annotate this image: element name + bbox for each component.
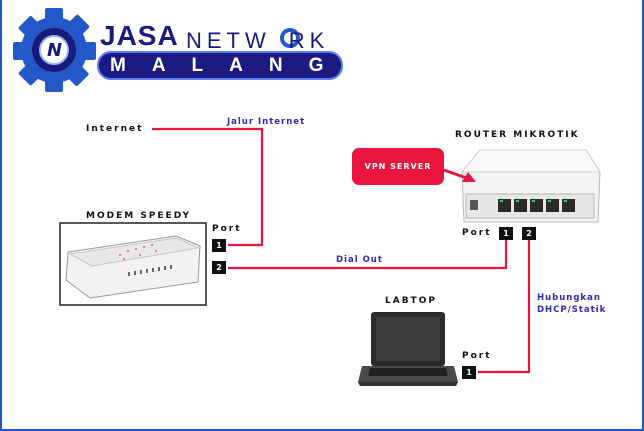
vpn-arrow bbox=[443, 168, 476, 182]
logo-badge-letter: N bbox=[47, 40, 63, 61]
laptop-port-1: 1 bbox=[462, 366, 476, 379]
dhcp-static-label: DHCP/Statik bbox=[537, 305, 607, 315]
router-port-label: Port bbox=[462, 228, 492, 238]
logo-word-network: NETW RK bbox=[186, 28, 329, 54]
dial-out-link bbox=[228, 240, 508, 270]
logo-word-network-head: NETW bbox=[186, 28, 271, 53]
internet-label: Internet bbox=[86, 124, 144, 134]
hubungkan-label: Hubungkan bbox=[537, 293, 601, 303]
laptop-title: LABTOP bbox=[385, 296, 437, 306]
router-title: ROUTER MIKROTIK bbox=[455, 130, 580, 140]
gear-icon bbox=[13, 8, 96, 92]
logo-word-jasa: JASA bbox=[100, 20, 179, 51]
laptop-port-label: Port bbox=[462, 351, 492, 361]
modem-port-2: 2 bbox=[212, 261, 226, 274]
modem-port-1: 1 bbox=[212, 239, 226, 252]
router-laptop-link bbox=[478, 240, 531, 374]
internet-link-label: Jalur Internet bbox=[227, 117, 306, 127]
modem-title: MODEM SPEEDY bbox=[86, 211, 192, 221]
router-port-1: 1 bbox=[499, 227, 513, 240]
small-gear-icon bbox=[280, 28, 300, 48]
router-device bbox=[461, 149, 601, 223]
logo-word-network-tail: RK bbox=[288, 28, 330, 53]
vpn-server-box: VPN SERVER bbox=[352, 148, 444, 185]
laptop-device bbox=[358, 312, 458, 386]
connection-lines bbox=[152, 127, 531, 374]
modem-port-label: Port bbox=[212, 224, 242, 234]
logo-word-malang: MALANG bbox=[110, 55, 350, 76]
router-port-2: 2 bbox=[522, 227, 536, 240]
modem-device bbox=[59, 222, 207, 306]
logo-banner bbox=[97, 51, 343, 80]
dial-out-label: Dial Out bbox=[336, 255, 383, 265]
internet-link bbox=[152, 127, 264, 247]
